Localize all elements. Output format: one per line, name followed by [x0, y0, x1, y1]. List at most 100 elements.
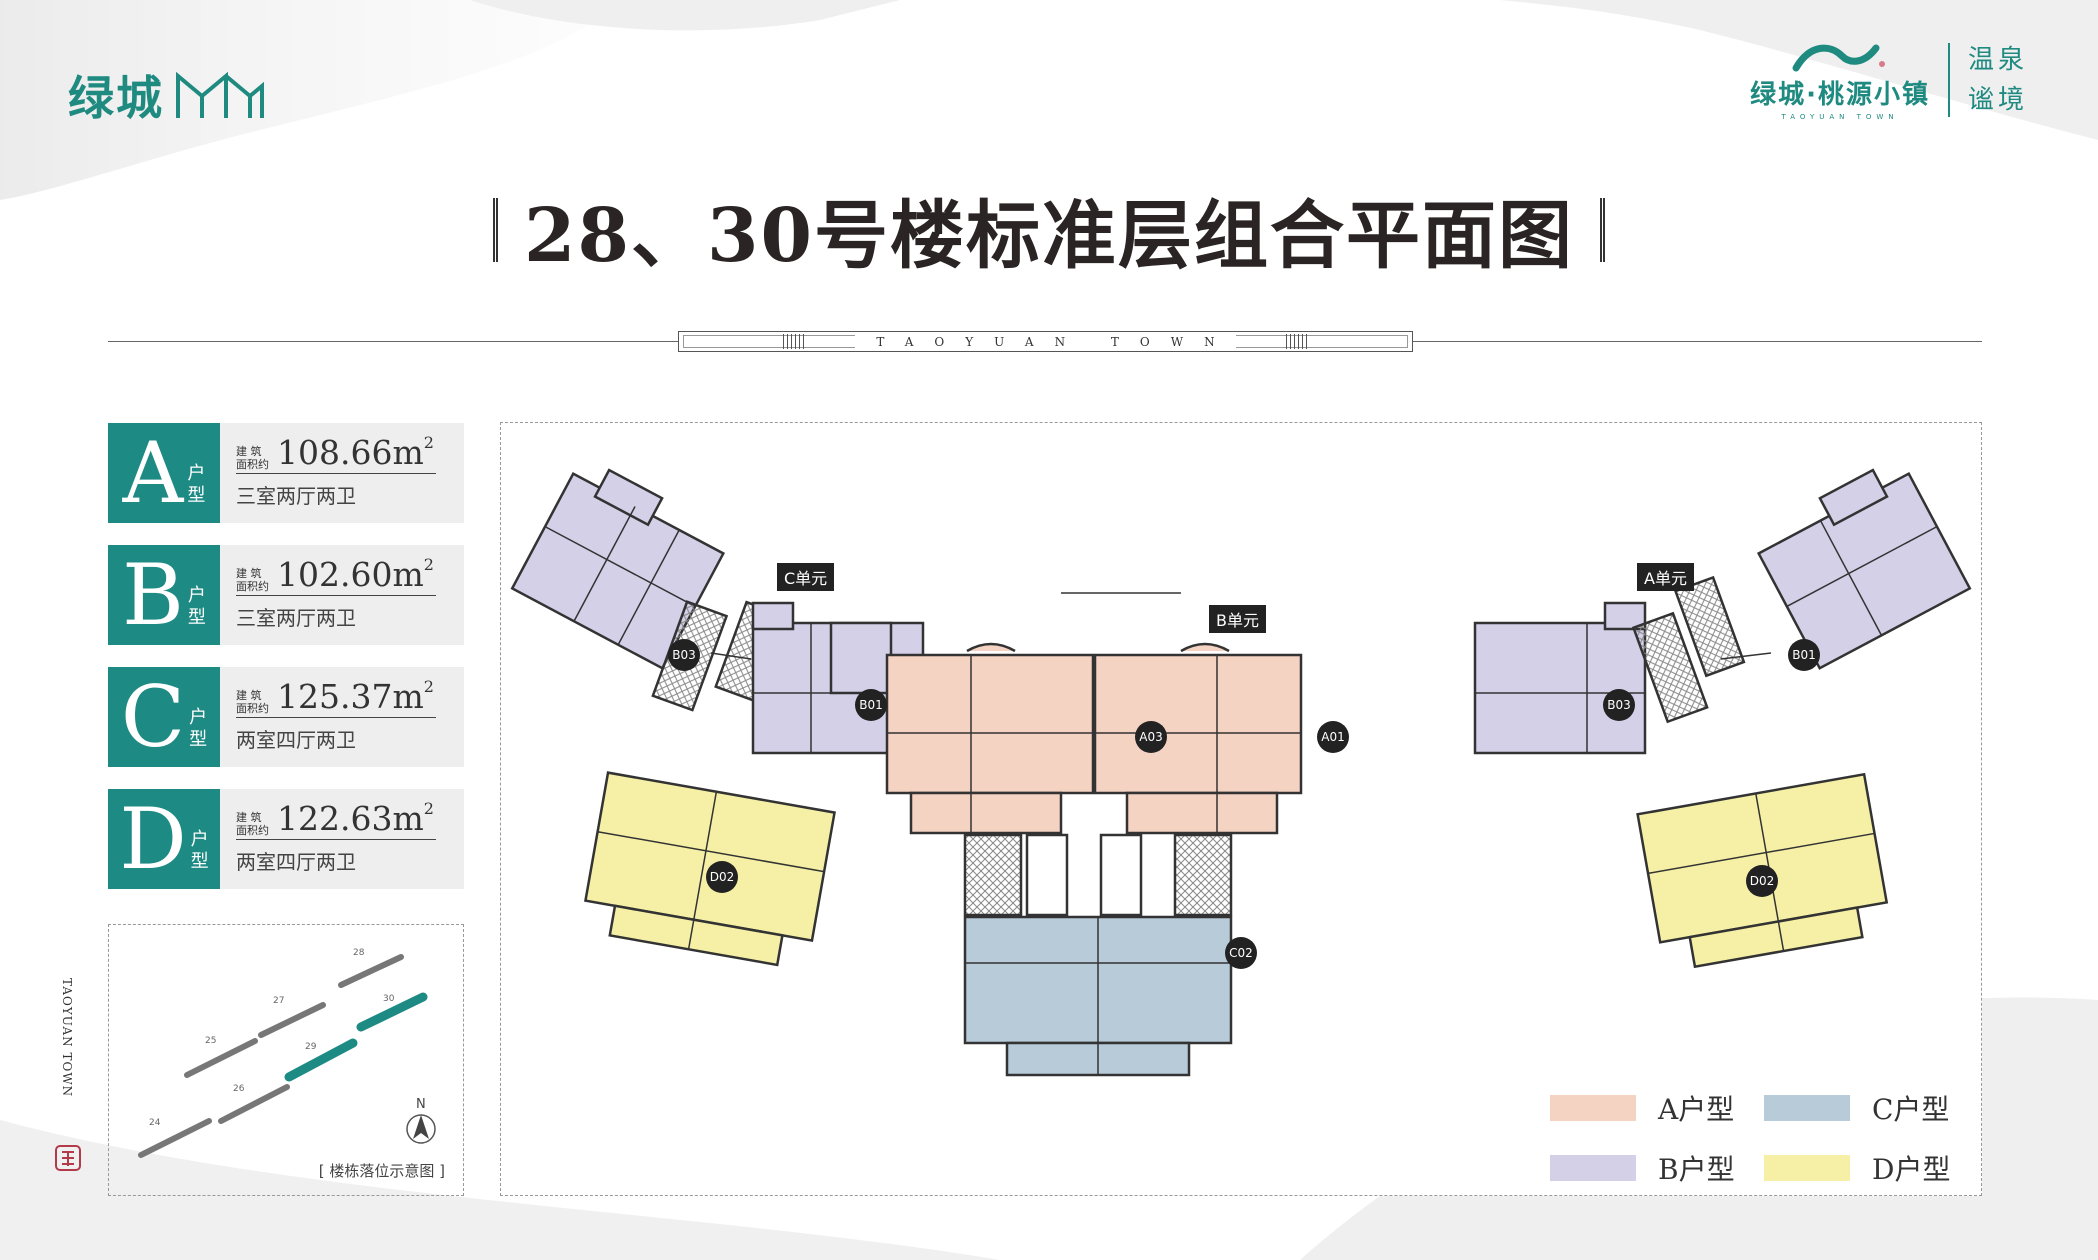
building-25-shape	[184, 1038, 258, 1078]
project-name: 绿城·桃源小镇	[1750, 80, 1930, 110]
unit-hu: 户	[187, 463, 206, 484]
unit-card-b: B 户型 建 筑面积约 102.60m2 三室两厅两卫	[108, 545, 464, 645]
site-building-25: 25	[205, 1036, 216, 1046]
building-28-shape	[338, 954, 404, 988]
slogan-line-2: 谧境	[1967, 84, 2028, 115]
legend-item-b: B户型	[1550, 1148, 1764, 1188]
badge-b01-left: B01	[855, 689, 887, 721]
unit-layout: 三室两厅两卫	[236, 606, 356, 630]
area-caption-2: 面积约	[236, 824, 269, 837]
legend-swatch-a	[1550, 1095, 1636, 1121]
legend-label-d: D户型	[1872, 1153, 1951, 1186]
legend-item-d: D户型	[1764, 1148, 1964, 1188]
label-a-unit: A单元	[1637, 563, 1694, 591]
legend-item-a: A户型	[1550, 1088, 1764, 1128]
side-vertical-text: TAOYUAN TOWN	[60, 978, 74, 1098]
unit-info: 建 筑面积约 108.66m2 三室两厅两卫	[220, 423, 436, 523]
site-map-caption: [ 楼栋落位示意图 ]	[318, 1162, 445, 1180]
unit-xing: 型	[187, 607, 206, 628]
north-label: N	[416, 1097, 426, 1112]
site-building-27: 27	[273, 996, 284, 1006]
brand-logo-right: 绿城·桃源小镇 TAOYUAN TOWN 温泉 谧境	[1750, 38, 2028, 121]
unit-b01-right-shape	[1756, 468, 1972, 670]
unit-area-row: 建 筑面积约 102.60m2	[236, 557, 436, 596]
unit-area-value: 125.37m	[277, 677, 424, 716]
unit-card-c: C 户型 建 筑面积约 125.37m2 两室四厅两卫	[108, 667, 464, 767]
unit-letter: D	[119, 790, 187, 888]
site-building-29: 29	[305, 1042, 317, 1052]
unit-area-value: 102.60m	[277, 555, 424, 594]
unit-area-value: 108.66m	[277, 433, 424, 472]
unit-tag: A 户型	[108, 423, 220, 523]
area-caption: 建 筑面积约	[236, 567, 269, 593]
badge-c02: C02	[1225, 937, 1257, 969]
unit-layout: 两室四厅两卫	[236, 850, 356, 874]
slogan: 温泉 谧境	[1968, 40, 2028, 120]
area-caption-1: 建 筑	[236, 811, 262, 824]
unit-card-a: A 户型 建 筑面积约 108.66m2 三室两厅两卫	[108, 423, 464, 523]
unit-letter: A	[122, 424, 184, 522]
unit-xing: 型	[187, 485, 206, 506]
unit-type-chars: 户型	[188, 585, 206, 629]
stair-core-center	[963, 833, 1233, 917]
area-caption: 建 筑面积约	[236, 689, 269, 715]
badge-a03: A03	[1135, 721, 1167, 753]
badge-d02-right: D02	[1746, 865, 1778, 897]
legend-swatch-c	[1764, 1095, 1850, 1121]
unit-tag: D 户型	[108, 789, 220, 889]
unit-info: 建 筑面积约 102.60m2 三室两厅两卫	[220, 545, 436, 645]
unit-letter: C	[120, 668, 186, 766]
badge-b01-right: B01	[1788, 639, 1820, 671]
unit-b03-right-shape	[1473, 601, 1647, 755]
site-building-28: 28	[353, 948, 365, 958]
legend-swatch-d	[1764, 1155, 1850, 1181]
unit-type-chars: 户型	[189, 707, 207, 751]
rule-ticks-right	[1286, 334, 1308, 349]
unit-d02-left-shape	[584, 771, 836, 967]
page-title-row: 28、30号楼标准层组合平面图	[0, 176, 2098, 283]
unit-info: 建 筑面积约 122.63m2 两室四厅两卫	[220, 789, 436, 889]
unit-c02-shape	[963, 915, 1233, 1077]
area-caption-2: 面积约	[236, 458, 269, 471]
unit-area: 122.63m2	[277, 801, 434, 837]
unit-hu: 户	[187, 585, 206, 606]
badge-d02-left: D02	[706, 861, 738, 893]
unit-card-d: D 户型 建 筑面积约 122.63m2 两室四厅两卫	[108, 789, 464, 889]
building-29-shape	[284, 1038, 358, 1082]
unit-area-sup: 2	[423, 677, 434, 696]
north-arrow-icon: N	[406, 1097, 436, 1144]
legend-label-c: C户型	[1872, 1093, 1950, 1126]
project-subtitle: TAOYUAN TOWN	[1781, 113, 1899, 121]
unit-d02-right-shape	[1636, 772, 1889, 969]
brand-mark-icon	[176, 71, 264, 118]
unit-layout: 三室两厅两卫	[236, 484, 356, 508]
site-building-24: 24	[149, 1118, 161, 1128]
building-24-shape	[138, 1118, 212, 1158]
rule-ticks-left	[783, 334, 805, 349]
brand-name: 绿城	[68, 71, 164, 125]
area-caption-2: 面积约	[236, 702, 269, 715]
building-26-shape	[218, 1084, 290, 1124]
unit-letter: B	[122, 546, 184, 644]
area-caption-1: 建 筑	[236, 445, 262, 458]
badge-b03-left: B03	[668, 639, 700, 671]
page-title: 28、30号楼标准层组合平面图	[524, 193, 1574, 279]
site-building-30: 30	[383, 994, 395, 1004]
floor-plan-panel: C单元 B单元 A单元 B03 B01 A03 A01 B03 B01 D02 …	[500, 422, 1982, 1196]
site-map-drawing: 24 25 26 27 28 29 30 N	[138, 948, 436, 1158]
unit-tag: C 户型	[108, 667, 220, 767]
unit-area-value: 122.63m	[277, 799, 424, 838]
title-bracket-left	[493, 197, 499, 262]
brand-logo-left: 绿城	[68, 62, 266, 128]
area-caption-2: 面积约	[236, 580, 269, 593]
area-caption: 建 筑面积约	[236, 445, 269, 471]
title-bracket-right	[1599, 197, 1605, 262]
label-b-unit: B单元	[1209, 605, 1266, 633]
legend-label-b: B户型	[1658, 1153, 1735, 1186]
rule-label-text: TAOYUAN TOWN	[855, 334, 1236, 349]
unit-area-row: 建 筑面积约 108.66m2	[236, 435, 436, 474]
label-c-unit: C单元	[777, 563, 835, 591]
building-30-shape	[356, 992, 428, 1032]
legend-swatch-b	[1550, 1155, 1636, 1181]
site-building-26: 26	[233, 1084, 245, 1094]
